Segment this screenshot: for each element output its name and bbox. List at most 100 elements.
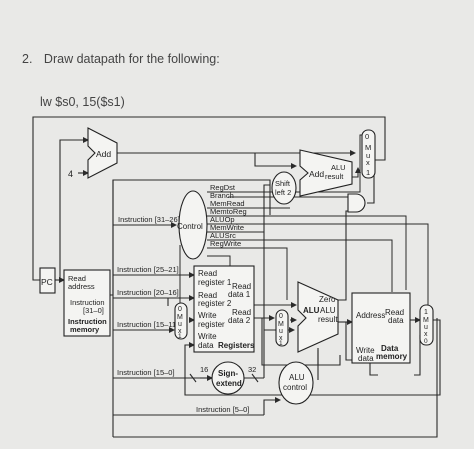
field-15-11: Instruction [15–11] (117, 320, 178, 329)
shift-line1: Shift (275, 179, 291, 188)
field-25-21: Instruction [25–21] (117, 265, 179, 274)
memtoreg-mux: 1 M u x 0 (419, 304, 434, 346)
pc-mux-in0: 0 (365, 132, 369, 141)
reg-wda: Write (198, 332, 217, 341)
funct-to-alu-control (263, 397, 281, 415)
regdst-mux-x: x (178, 328, 182, 335)
alusrc-mux-u: u (279, 328, 283, 335)
dmem-write1: Write (356, 346, 375, 355)
instruction-memory: Read address Instruction [31–0] Instruct… (63, 269, 111, 337)
and-to-mux-wire (367, 175, 375, 204)
alu-control-line2: control (283, 383, 307, 392)
pc-to-add-wire (59, 137, 89, 280)
bypass-to-mux-wire (414, 335, 421, 376)
control-label: Control (177, 222, 203, 231)
constant-four-label: 4 (68, 169, 73, 179)
field-31-26: Instruction [31–26] (118, 215, 180, 224)
dmem-write2: data (358, 354, 374, 363)
pcplus4-to-branch-add-wire (254, 153, 297, 169)
signal-branch: Branch (210, 191, 234, 200)
alusrc-mux-in0: 0 (279, 313, 283, 320)
alu-title: ALU (303, 306, 320, 315)
branch-adder-line2: result (325, 172, 344, 181)
sign-extend-unit: Sign- extend 16 32 (200, 361, 256, 395)
dmem-title2: memory (376, 352, 408, 361)
signal-regwrite: RegWrite (210, 239, 241, 248)
sign-extend-line2: extend (216, 379, 242, 388)
data-memory: Address Read data Write data Data memory (351, 292, 411, 364)
shift-line2: left 2 (275, 188, 291, 197)
mem-mux-in1: 0 (424, 338, 428, 345)
dmem-read1: Read (385, 308, 404, 317)
reg-wra: Write (198, 311, 217, 320)
pc-adder: Add (87, 127, 118, 179)
instruction-text: lw $s0, 15($s1) (40, 95, 125, 109)
alusrc-mux-m: M (278, 321, 284, 328)
alusrc-mux-in1: 1 (279, 340, 283, 347)
reg-wdb: data (198, 341, 214, 350)
alusrc-line (207, 247, 288, 300)
question-heading: 2. Draw datapath for the following: (22, 52, 220, 66)
signal-alusrc: ALUSrc (210, 231, 236, 240)
reg-rd1b: data 1 (228, 290, 251, 299)
imem-line2: address (68, 282, 95, 291)
field-20-16: Instruction [20–16] (117, 288, 179, 297)
alu-line2: result (318, 315, 338, 324)
pc-mux-letter-x: x (366, 158, 370, 167)
regdst-mux-m: M (177, 314, 183, 321)
alu-control-line1: ALU (289, 373, 305, 382)
memtoreg-line (207, 215, 407, 290)
alu-line1: ALU (320, 306, 336, 315)
imem-line4: [31–0] (83, 306, 104, 315)
reg-rd1a: Read (232, 282, 251, 291)
pc-mux-letter-m: M (365, 143, 371, 152)
branch-adder-line1: ALU (331, 163, 346, 172)
bus-slash-32 (251, 373, 259, 383)
pc-source-mux: 0 M u x 1 (361, 129, 376, 179)
sign-extend-in-width: 16 (200, 365, 208, 374)
bottom-return-wire (113, 318, 438, 438)
pc-label: PC (41, 277, 53, 287)
mem-mux-m: M (423, 317, 429, 324)
sign-extend-line1: Sign- (218, 369, 238, 378)
alusrc-mux: 0 M u x 1 (275, 309, 289, 347)
reg-rr2b: register 2 (198, 299, 232, 308)
pc-adder-label: Add (96, 149, 111, 159)
instruction-field-labels: Instruction [31–26] Instruction [25–21] … (117, 215, 249, 414)
memtoreg2-line (207, 223, 429, 305)
imem-line3: Instruction (70, 298, 105, 307)
sign-extend-out-width: 32 (248, 365, 256, 374)
field-5-0: Instruction [5–0] (196, 405, 249, 414)
pc-mux-letter-u: u (366, 151, 370, 160)
alu-zero-label: Zero (319, 295, 336, 304)
imem-line5: Instruction (68, 317, 107, 326)
signal-aluop: ALUOp (210, 215, 235, 224)
control-signal-labels: RegDst Branch MemRead MemtoReg ALUOp Mem… (210, 183, 247, 248)
reg-rd2a: Read (232, 308, 251, 317)
pc-feedback-wire (32, 116, 386, 281)
pc-register: PC (39, 267, 56, 294)
writeback-wire (184, 319, 441, 396)
alu-control-unit: ALU control (278, 361, 314, 405)
memwrite-line (207, 239, 393, 292)
regdst-mux: 0 M u x 1 (174, 302, 188, 340)
reg-rd2b: data 2 (228, 316, 251, 325)
branch-and-gate (347, 193, 366, 213)
dmem-address: Address (356, 311, 385, 320)
branch-result-wire (352, 167, 361, 178)
signal-memtoreg: MemtoReg (210, 207, 247, 216)
regdst-mux-u: u (178, 321, 182, 328)
mem-mux-u: u (424, 324, 428, 331)
bus-slash-16 (189, 373, 197, 383)
reg-rr1b: register 1 (198, 278, 232, 287)
alusrc-mux-x: x (279, 335, 283, 342)
dmem-title1: Data (381, 344, 399, 353)
mem-mux-in0: 1 (424, 309, 428, 316)
branch-adder: Add ALU result (299, 149, 353, 197)
dmem-read2: data (388, 316, 404, 325)
imm-up-wire (263, 184, 270, 378)
pc-mux-in1: 1 (366, 168, 370, 177)
question-prompt: Draw datapath for the following: (43, 52, 220, 66)
mem-mux-x: x (424, 331, 428, 338)
